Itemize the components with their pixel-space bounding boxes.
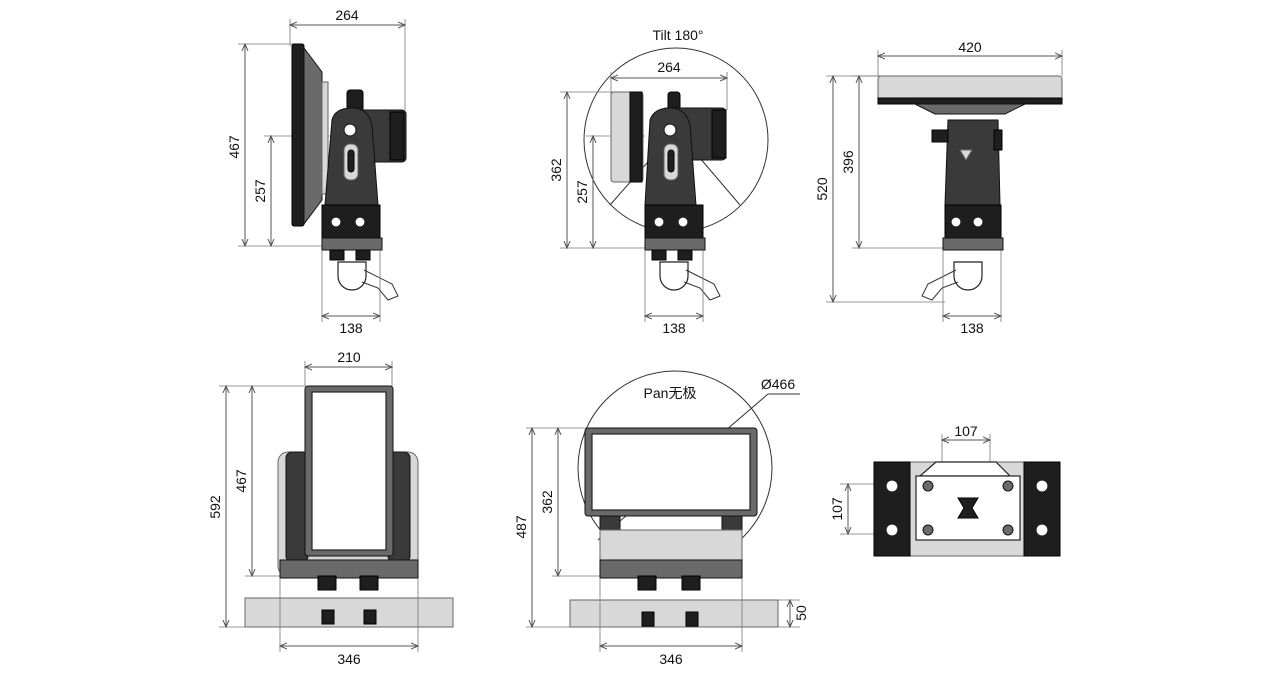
rear-width-label: 420	[958, 39, 982, 55]
side-base-width-label: 138	[339, 320, 363, 336]
pan-height-label: 487	[513, 515, 529, 539]
front-head-height-label: 467	[233, 469, 249, 493]
tilt-base-width-label: 138	[662, 320, 686, 336]
side-width-label: 264	[335, 7, 359, 23]
pan-view: Pan无极 Ø466 487 362 50 346	[513, 370, 809, 667]
front-view: 210 592 467 346	[207, 349, 454, 667]
bottom-width-label: 107	[954, 423, 978, 439]
rear-base-width-label: 138	[960, 320, 984, 336]
rear-view: 420 520 396 138	[814, 39, 1062, 336]
pan-base-height-label: 50	[793, 605, 809, 621]
side-height-label: 467	[226, 135, 242, 159]
side-view: 264 467 257 138	[226, 7, 407, 336]
front-height-label: 592	[207, 495, 223, 519]
rear-height-label: 520	[814, 177, 830, 201]
tilt-view: Tilt 180° 264 362 257	[548, 27, 769, 336]
front-width-label: 210	[337, 349, 361, 365]
tilt-width-label: 264	[657, 59, 681, 75]
front-base-width-label: 346	[337, 651, 361, 667]
tilt-caption: Tilt 180°	[653, 27, 704, 43]
bottom-view: 107 107	[829, 423, 1061, 557]
tilt-height-label: 362	[548, 158, 564, 182]
bottom-height-label: 107	[829, 497, 845, 521]
rear-inner-height-label: 396	[840, 150, 856, 174]
pan-caption: Pan无极	[644, 385, 697, 401]
pan-head-height-label: 362	[539, 490, 555, 514]
tilt-lower-height-label: 257	[574, 180, 590, 204]
pan-base-width-label: 346	[659, 651, 683, 667]
pan-diameter-label: Ø466	[761, 376, 795, 392]
side-lower-height-label: 257	[252, 179, 268, 203]
